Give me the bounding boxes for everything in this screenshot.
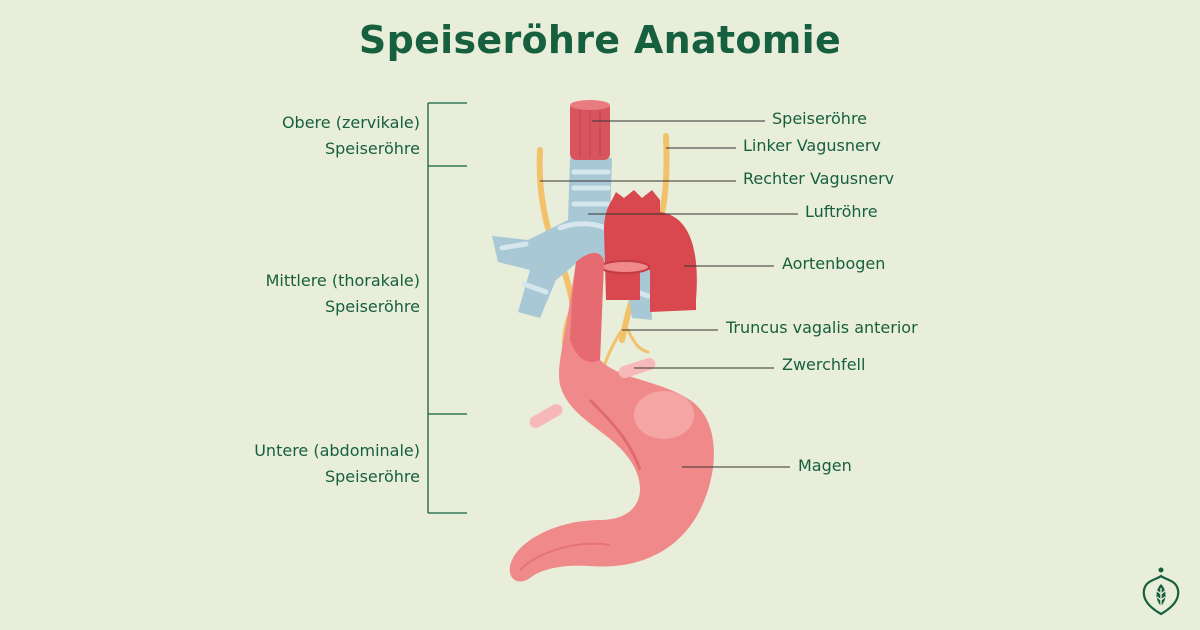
callout-aortenbogen: Aortenbogen	[782, 254, 885, 273]
section-label-middle: Mittlere (thorakale) Speiseröhre	[266, 268, 420, 320]
callout-linker-vagusnerv: Linker Vagusnerv	[743, 136, 881, 155]
section-label-line: Speiseröhre	[254, 464, 420, 490]
leaf-heart-logo-icon	[1138, 566, 1184, 618]
callout-zwerchfell: Zwerchfell	[782, 355, 865, 374]
section-bracket	[428, 103, 467, 513]
callout-magen: Magen	[798, 456, 852, 475]
section-label-line: Untere (abdominale)	[254, 438, 420, 464]
section-label-line: Obere (zervikale)	[282, 110, 420, 136]
callout-speiseroehre: Speiseröhre	[772, 109, 867, 128]
section-label-line: Speiseröhre	[266, 294, 420, 320]
callout-rechter-vagusnerv: Rechter Vagusnerv	[743, 169, 894, 188]
callout-truncus-vagalis-anterior: Truncus vagalis anterior	[726, 318, 918, 337]
section-label-line: Speiseröhre	[282, 136, 420, 162]
section-label-lower: Untere (abdominale) Speiseröhre	[254, 438, 420, 490]
callout-luftroehre: Luftröhre	[805, 202, 878, 221]
esophagus-shape	[570, 100, 610, 160]
section-label-line: Mittlere (thorakale)	[266, 268, 420, 294]
section-label-upper: Obere (zervikale) Speiseröhre	[282, 110, 420, 162]
